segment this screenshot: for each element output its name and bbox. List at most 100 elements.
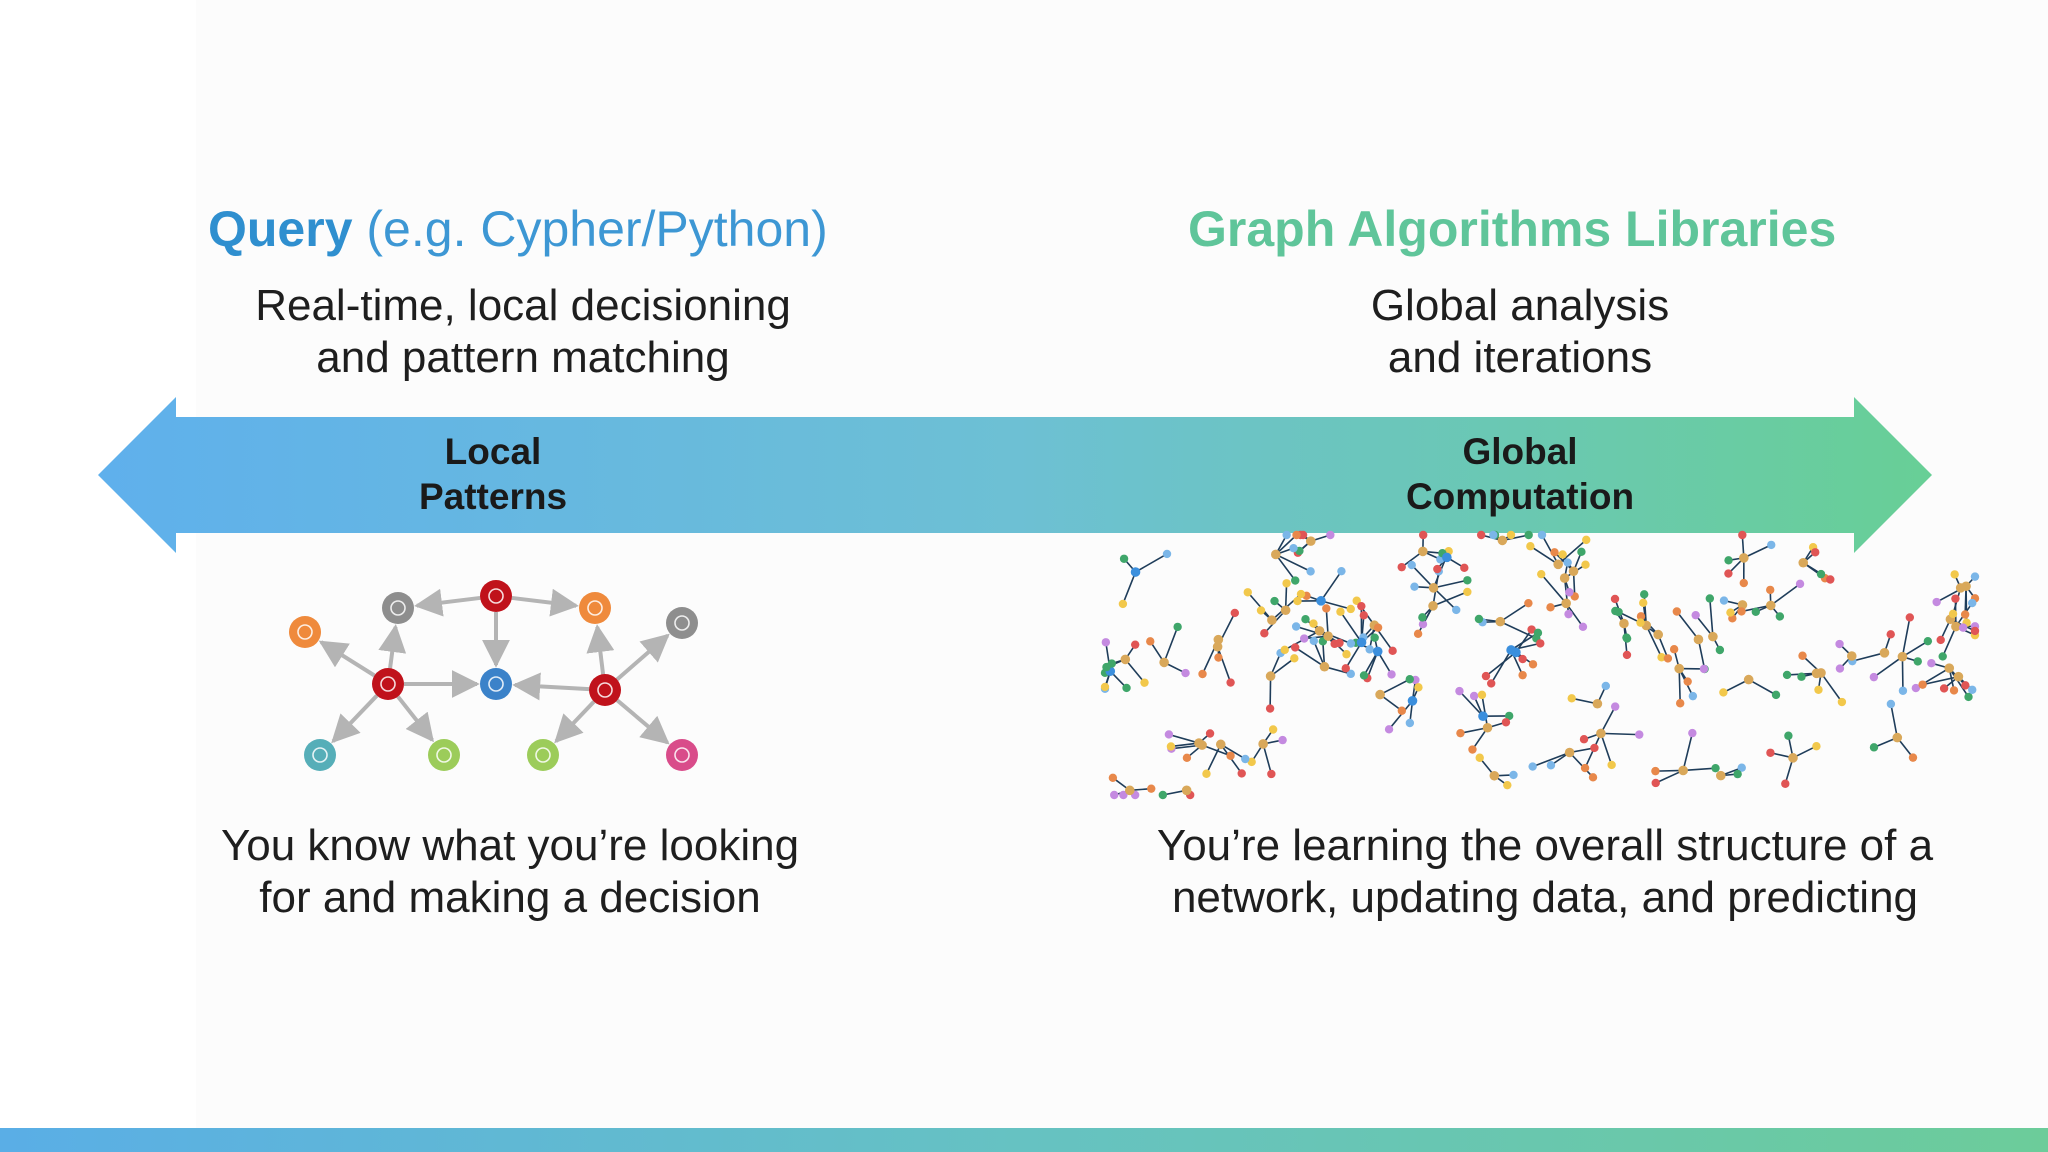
network-node — [1611, 595, 1619, 603]
network-hub-node — [1674, 664, 1684, 674]
network-node — [1475, 615, 1483, 623]
query-description: You know what you’re looking for and mak… — [190, 820, 830, 924]
network-node — [1406, 719, 1414, 727]
network-node — [1226, 752, 1234, 760]
network-node — [1964, 693, 1972, 701]
network-node — [1159, 791, 1167, 799]
network-hub-node — [1194, 738, 1204, 748]
node-home-left — [428, 739, 460, 771]
network-edge — [1683, 768, 1715, 770]
network-node — [1414, 683, 1422, 691]
network-hub-node — [1944, 663, 1954, 673]
network-node — [1503, 781, 1511, 789]
network-hub-node — [1216, 740, 1226, 750]
network-node — [1740, 579, 1748, 587]
network-hub-node — [1478, 711, 1488, 721]
network-hub-node — [1596, 729, 1606, 739]
network-hub-node — [1429, 583, 1439, 593]
phone-icon — [382, 592, 414, 624]
network-node — [1940, 684, 1948, 692]
network-node — [1270, 597, 1278, 605]
network-node — [1547, 761, 1555, 769]
local-graph-nodes — [289, 580, 698, 771]
node-account-center — [480, 668, 512, 700]
network-node — [1110, 791, 1118, 799]
network-node — [1529, 660, 1537, 668]
algorithms-description-line2: network, updating data, and predicting — [1120, 872, 1970, 924]
network-edge — [1276, 554, 1311, 571]
network-node — [1122, 684, 1130, 692]
network-node — [1733, 770, 1741, 778]
network-node — [1949, 610, 1957, 618]
network-node — [1146, 637, 1154, 645]
network-node — [1670, 645, 1678, 653]
network-node — [1937, 636, 1945, 644]
network-node — [1716, 646, 1724, 654]
network-icon — [289, 616, 321, 648]
network-hub-node — [1569, 566, 1579, 576]
bank-icon — [480, 668, 512, 700]
network-node — [1433, 565, 1441, 573]
network-hub-node — [1898, 652, 1908, 662]
network-node — [1244, 588, 1252, 596]
network-node — [1291, 643, 1299, 651]
network-node — [1579, 623, 1587, 631]
global-network-graph — [1100, 530, 1990, 810]
network-edge — [1248, 592, 1272, 620]
network-hub-node — [1495, 617, 1505, 627]
network-node — [1477, 531, 1485, 539]
network-node — [1817, 570, 1825, 578]
network-node — [1526, 542, 1534, 550]
network-node — [1563, 558, 1571, 566]
network-node — [1971, 627, 1979, 635]
network-node — [1231, 609, 1239, 617]
network-node — [1267, 770, 1275, 778]
network-edge — [1683, 733, 1692, 770]
network-node — [1906, 613, 1914, 621]
query-subtitle-line2: and pattern matching — [200, 332, 846, 384]
network-edge — [1601, 733, 1639, 734]
network-node — [1335, 639, 1343, 647]
network-hub-node — [1744, 675, 1754, 685]
network-node — [1959, 623, 1967, 631]
network-edge — [1164, 627, 1178, 662]
local-edge-fraudster-right-to-ip-top-right — [597, 627, 603, 674]
network-node — [1119, 600, 1127, 608]
footer-gradient-bar — [0, 1128, 2048, 1152]
network-node — [1266, 704, 1274, 712]
algorithms-description: You’re learning the overall structure of… — [1120, 820, 1970, 924]
network-node — [1811, 548, 1819, 556]
network-hub-node — [1373, 647, 1383, 657]
network-edge — [1771, 584, 1800, 606]
local-edge-fraudster-top-to-phone-top — [417, 598, 480, 606]
network-node — [1814, 686, 1822, 694]
network-node — [1737, 607, 1745, 615]
network-hub-node — [1357, 638, 1367, 648]
network-node — [1784, 732, 1792, 740]
network-node — [1292, 531, 1300, 539]
network-hub-node — [1708, 632, 1718, 642]
network-hub-node — [1375, 690, 1385, 700]
network-node — [1463, 576, 1471, 584]
network-node — [1623, 651, 1631, 659]
network-hub-node — [1812, 669, 1822, 679]
network-node — [1538, 531, 1546, 539]
network-node — [1163, 550, 1171, 558]
network-node — [1568, 694, 1576, 702]
network-node — [1507, 531, 1515, 539]
network-node — [1797, 673, 1805, 681]
network-hub-node — [1266, 671, 1276, 681]
network-node — [1798, 652, 1806, 660]
network-node — [1463, 588, 1471, 596]
network-node — [1550, 548, 1558, 556]
network-node — [1468, 745, 1476, 753]
network-hub-node — [1182, 785, 1192, 795]
network-node — [1455, 687, 1463, 695]
local-edge-fraudster-left-to-ip-left — [321, 642, 374, 675]
network-node — [1899, 687, 1907, 695]
network-node — [1546, 603, 1554, 611]
node-fraudster-top — [480, 580, 512, 612]
network-node — [1652, 779, 1660, 787]
network-node — [1688, 729, 1696, 737]
